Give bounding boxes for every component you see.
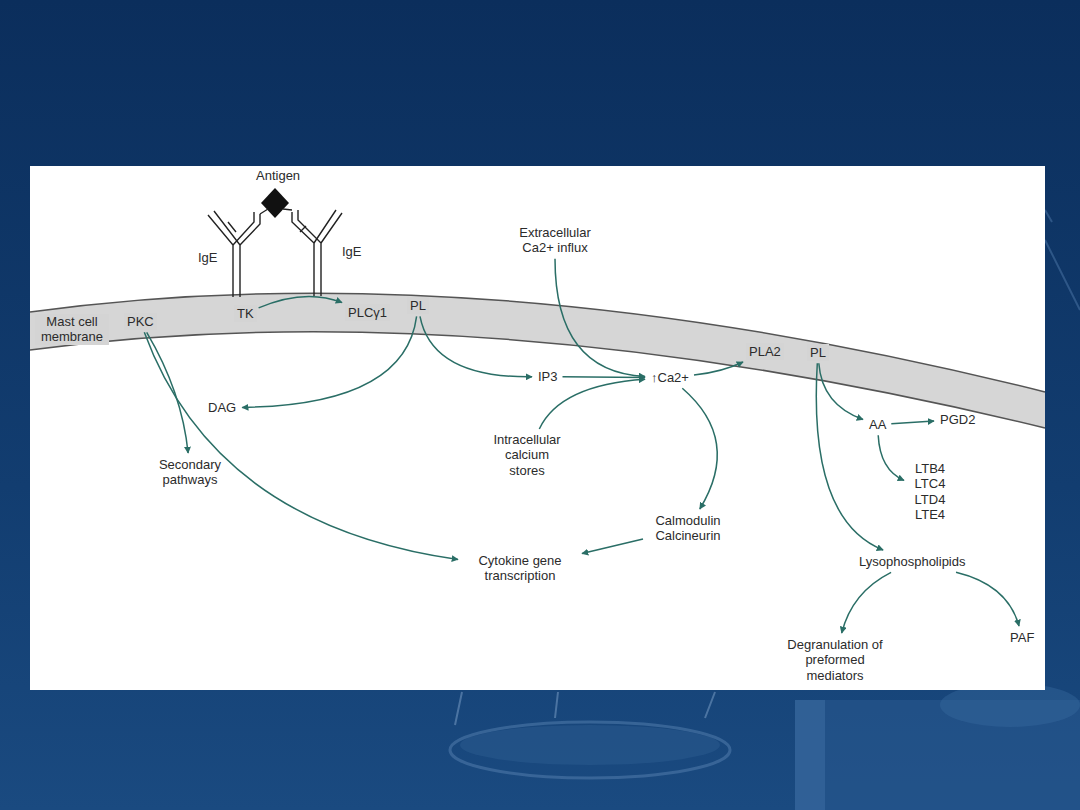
pathway-arrow	[694, 362, 743, 375]
term-text: DAG	[208, 400, 236, 415]
pathway-term: Degranulation of preformed mediators	[784, 636, 886, 684]
term-text: Intracellular calcium stores	[487, 432, 567, 478]
pathway-arrow	[878, 435, 904, 480]
pathway-arrow	[259, 296, 342, 307]
pathway-term: PGD2	[937, 411, 978, 428]
pathway-term: LTB4 LTC4 LTD4 LTE4	[907, 460, 953, 523]
term-text: Degranulation of preformed mediators	[787, 637, 883, 683]
term-text: Secondary pathways	[154, 457, 226, 488]
term-text: PKC	[127, 314, 154, 329]
pathway-term: DAG	[205, 399, 239, 416]
antibody-label: IgE	[196, 250, 220, 265]
pathway-term: Lysophospholipids	[856, 553, 968, 570]
pathway-arrow	[682, 388, 717, 509]
ige-antibody	[208, 210, 342, 297]
pathway-term: Secondary pathways	[151, 456, 229, 489]
antigen-diamond	[261, 188, 289, 218]
pathway-term: Intracellular calcium stores	[484, 431, 570, 479]
pathway-term: PKC	[124, 313, 157, 330]
corner-bar	[795, 700, 825, 810]
antigen-label: Antigen	[254, 168, 302, 183]
term-text: AA	[869, 417, 886, 432]
pathway-arrow	[144, 332, 458, 559]
pathway-arrow	[956, 572, 1019, 626]
pathway-arrow	[582, 539, 643, 554]
pathway-term: Extracellular Ca2+ influx	[509, 224, 601, 257]
term-text: Extracellular Ca2+ influx	[512, 225, 598, 256]
term-text: PL	[410, 298, 426, 313]
term-text: PGD2	[940, 412, 975, 427]
term-text: PLCγ1	[348, 305, 387, 320]
pathway-arrow	[555, 259, 645, 377]
membrane-label: Mast cell membrane	[35, 314, 109, 345]
pathway-term: PLA2	[746, 343, 784, 360]
scale-pan	[450, 722, 730, 778]
pathway-term: AA	[866, 416, 889, 433]
term-text: TK	[237, 306, 254, 321]
term-text: PLA2	[749, 344, 781, 359]
term-text: PAF	[1010, 630, 1034, 645]
pathway-arrow	[816, 363, 883, 550]
term-text: ↑Ca2+	[651, 370, 689, 385]
figure-panel	[30, 166, 1045, 690]
pathway-term: IP3	[535, 368, 561, 385]
scale-pan-fill	[460, 725, 720, 765]
pathway-term: PAF	[1007, 629, 1037, 646]
pathway-term: PL	[807, 344, 829, 361]
term-text: Cytokine gene transcription	[464, 553, 576, 584]
pathway-term: ↑Ca2+	[648, 369, 692, 386]
pathway-arrow	[539, 379, 645, 429]
pathway-arrow	[147, 332, 188, 453]
term-text: Lysophospholipids	[859, 554, 965, 569]
term-text: LTB4 LTC4 LTD4 LTE4	[910, 461, 950, 522]
scale-strings	[455, 692, 715, 725]
term-text: PL	[810, 345, 826, 360]
antigen-binding	[260, 209, 292, 214]
pathway-arrow	[891, 421, 934, 424]
term-text: IP3	[538, 369, 558, 384]
pathway-term: Calmodulin Calcineurin	[645, 512, 731, 545]
pathway-term: TK	[234, 305, 257, 322]
scale-strings	[1045, 210, 1080, 310]
membrane-edge	[30, 332, 1045, 428]
pathway-arrow	[819, 363, 863, 419]
pathway-arrow	[842, 572, 891, 633]
pathway-arrow	[563, 376, 646, 378]
pathway-arrow	[242, 316, 416, 407]
term-text: Calmodulin Calcineurin	[648, 513, 728, 544]
pathway-term: PLCγ1	[345, 304, 390, 321]
pathway-term: PL	[407, 297, 429, 314]
pathway-term: Cytokine gene transcription	[461, 552, 579, 585]
pathway-arrow	[420, 316, 532, 377]
antibody-label: IgE	[340, 244, 364, 259]
